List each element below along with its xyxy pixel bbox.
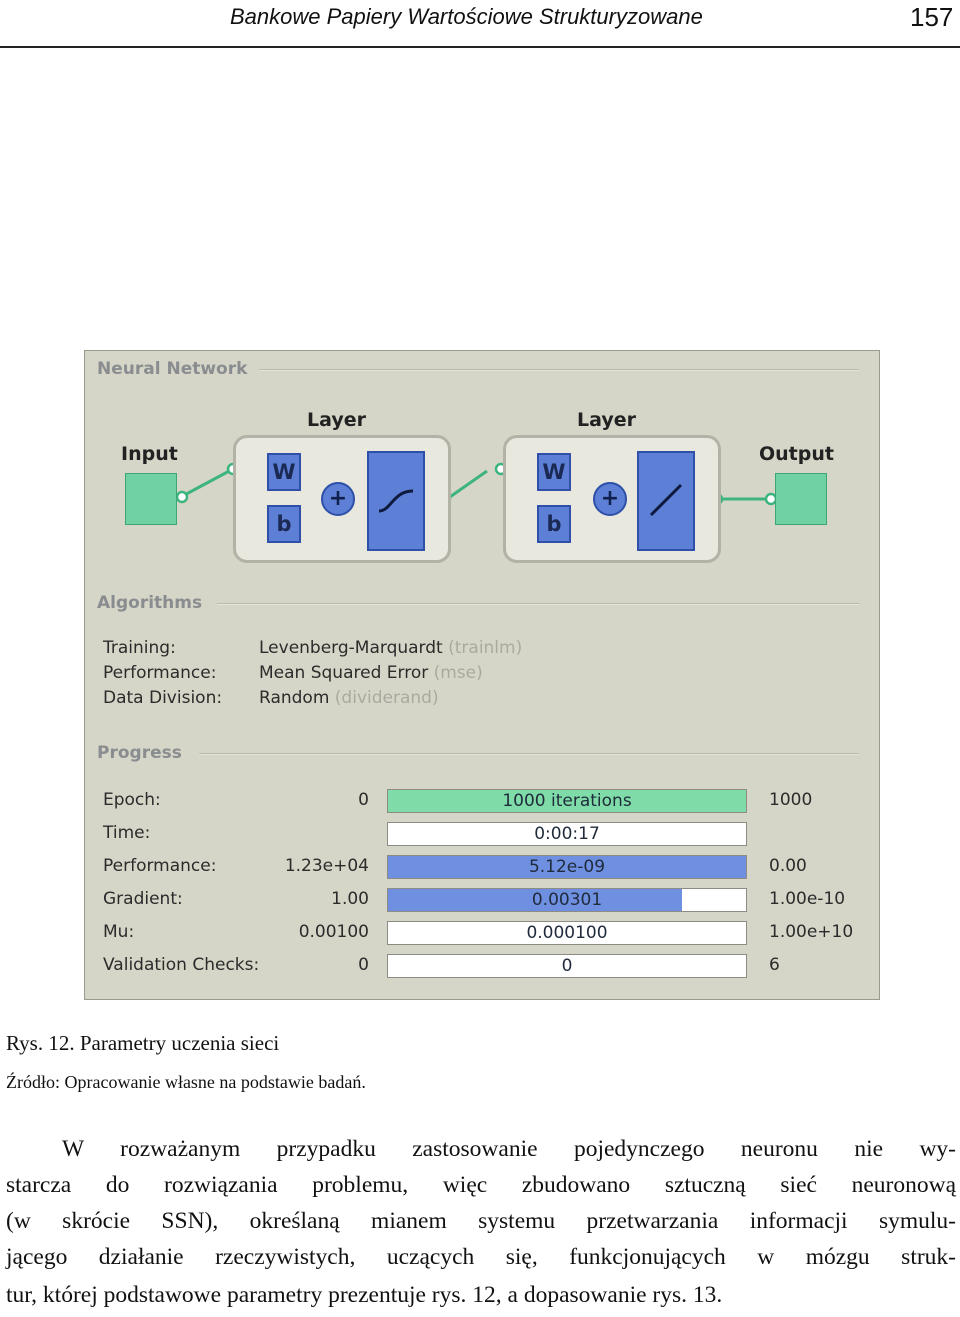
progress-bar-text: 0: [561, 956, 573, 976]
progress-row-start-value: 0: [358, 955, 369, 975]
performance-code: (mse): [433, 663, 483, 683]
progress-bar-text: 0:00:17: [534, 824, 600, 844]
progress-bar-text: 5.12e-09: [528, 857, 606, 877]
progress-bar: 0.000100: [387, 921, 747, 945]
progress-row-start-value: 0: [358, 790, 369, 810]
training-label: Training:: [103, 638, 176, 658]
paragraph-line: (w skrócie SSN), określaną mianem system…: [6, 1208, 956, 1234]
data-division-label: Data Division:: [103, 688, 223, 708]
progress-bar: 1000 iterations: [387, 789, 747, 813]
progress-bar: 0:00:17: [387, 822, 747, 846]
progress-row-end-value: 1.00e-10: [769, 889, 846, 909]
page-number: 157: [910, 2, 954, 32]
header-rule: [0, 46, 960, 48]
progress-row-label: Validation Checks:: [103, 955, 260, 975]
progress-bar-text: 0.000100: [526, 923, 608, 943]
progress-row-start-value: 1.00: [331, 889, 369, 909]
layer2-weight-block: W: [537, 453, 571, 491]
training-value: Levenberg-Marquardt (trainlm): [259, 638, 523, 658]
layer2-bias-block: b: [537, 505, 571, 543]
progress-bar: 5.12e-09: [387, 855, 747, 879]
running-header-title: Bankowe Papiery Wartościowe Strukturyzow…: [230, 4, 703, 29]
progress-bar-fill: [388, 889, 682, 911]
figure-caption: Rys. 12. Parametry uczenia sieci: [6, 1031, 280, 1055]
paragraph-line: W rozważanym przypadku zastosowanie poje…: [62, 1136, 956, 1162]
progress-bar-text: 1000 iterations: [502, 791, 632, 811]
layer2-sum-node: +: [593, 482, 627, 516]
data-division-value: Random (dividerand): [259, 688, 439, 708]
progress-row-start-value: 1.23e+04: [284, 856, 369, 876]
paragraph-line: starcza do rozwiązania problemu, więc zb…: [6, 1172, 956, 1198]
layer1-label: Layer: [307, 409, 366, 431]
progress-bar: 0.00301: [387, 888, 747, 912]
group-divider: [259, 369, 859, 371]
layer1-bias-block: b: [267, 505, 301, 543]
group-divider: [217, 603, 859, 605]
network-connections: [175, 462, 778, 527]
figure-source: Źródło: Opracowanie własne na podstawie …: [6, 1072, 366, 1092]
input-node: [125, 473, 177, 525]
output-label: Output: [759, 443, 834, 465]
progress-row-label: Gradient:: [103, 889, 183, 909]
progress-row-start-value: 0.00100: [298, 922, 369, 942]
data-division-code: (dividerand): [334, 688, 439, 708]
progress-row-label: Epoch:: [103, 790, 161, 810]
performance-value: Mean Squared Error (mse): [259, 663, 483, 683]
tansig-icon: [378, 489, 414, 513]
paragraph-line: tur, której podstawowe parametry prezent…: [6, 1282, 723, 1308]
algorithms-group-label: Algorithms: [97, 593, 203, 613]
input-label: Input: [121, 443, 178, 465]
purelin-icon: [649, 483, 683, 517]
performance-label: Performance:: [103, 663, 217, 683]
progress-row-end-value: 6: [769, 955, 780, 975]
progress-row-end-value: 1000: [769, 790, 813, 810]
progress-row-label: Performance:: [103, 856, 217, 876]
layer1-sum-node: +: [321, 482, 355, 516]
layer2-label: Layer: [577, 409, 636, 431]
training-code: (trainlm): [448, 638, 523, 658]
progress-bar-text: 0.00301: [531, 890, 603, 910]
progress-row-end-value: 0.00: [769, 856, 807, 876]
progress-group-label: Progress: [97, 743, 182, 763]
group-divider: [199, 753, 859, 755]
paragraph-line: jącego działanie rzeczywistych, uczących…: [6, 1244, 956, 1270]
progress-row-label: Time:: [103, 823, 151, 843]
neural-network-training-figure: Neural Network Input Layer: [84, 350, 880, 1000]
progress-row-end-value: 1.00e+10: [769, 922, 854, 942]
progress-bar-fill: [388, 856, 746, 878]
layer1-weight-block: W: [267, 453, 301, 491]
progress-bar: 0: [387, 954, 747, 978]
neural-network-group-label: Neural Network: [97, 359, 248, 379]
progress-row-label: Mu:: [103, 922, 135, 942]
output-node: [775, 473, 827, 525]
layer1-tansig-block: [367, 451, 425, 551]
progress-bar-fill: [388, 790, 746, 812]
layer2-purelin-block: [637, 451, 695, 551]
